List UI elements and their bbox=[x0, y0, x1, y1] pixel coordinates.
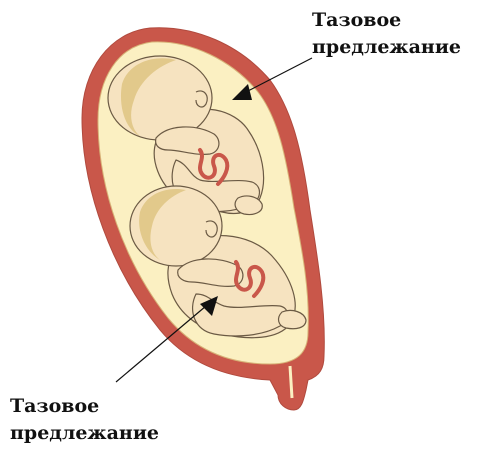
bottom-label-line1: Тазовое bbox=[10, 393, 159, 420]
bottom-presentation-label: Тазовое предлежание bbox=[10, 393, 159, 447]
upper-fetus-foot bbox=[235, 196, 262, 215]
cervix bbox=[290, 366, 292, 398]
bottom-label-line2: предлежание bbox=[10, 420, 159, 447]
top-presentation-label: Тазовое предлежание bbox=[312, 7, 461, 61]
top-label-line2: предлежание bbox=[312, 34, 461, 61]
top-label-line1: Тазовое bbox=[312, 7, 461, 34]
